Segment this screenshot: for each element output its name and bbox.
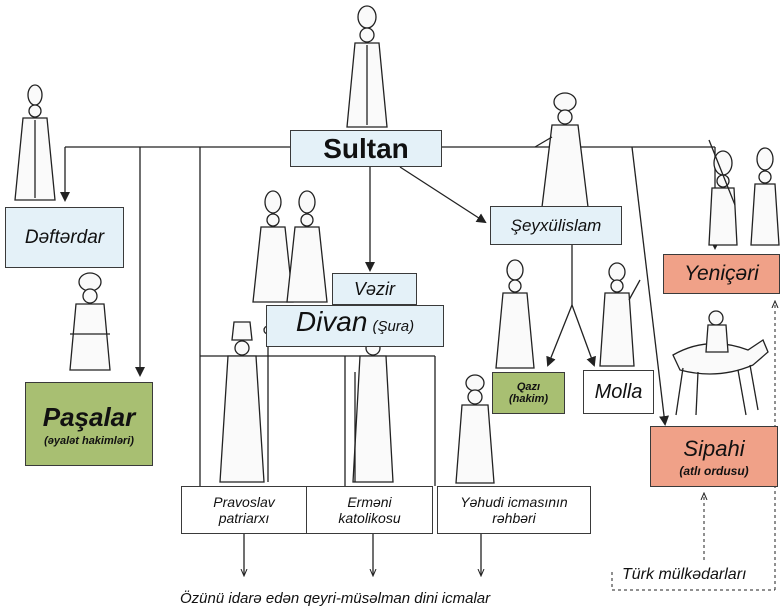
vezir-label: Vəzir [353, 278, 395, 299]
sultan-label: Sultan [323, 132, 409, 164]
qazi-box: Qazı (hakim) [492, 372, 565, 414]
seyxulislam-box: Şeyxülislam [490, 206, 622, 245]
yehudi-label-line2: rəhbəri [492, 510, 536, 526]
janissary-figures [708, 139, 780, 246]
molla-figure [599, 262, 641, 367]
sultan-figure [346, 5, 388, 128]
patriarch-figure [219, 321, 273, 483]
yenicheri-box: Yeniçəri [663, 254, 780, 294]
pashalar-box: Paşalar (əyalət hakimləri) [25, 382, 153, 466]
footer-caption: Özünü idarə edən qeyri-müsəlman dini icm… [180, 590, 491, 607]
sultan-box: Sultan [290, 130, 442, 167]
sipahi-label: Sipahi [683, 435, 745, 461]
molla-box: Molla [583, 370, 654, 414]
qazi-figure [495, 259, 535, 369]
molla-label: Molla [594, 380, 643, 403]
rabbi-figure [455, 374, 495, 484]
seyxulislam-label: Şeyxülislam [510, 215, 602, 235]
pashalar-label: Paşalar [42, 401, 136, 432]
turk-mulkedarlari-label: Türk mülkədarları [622, 566, 747, 583]
yehudi-box: Yəhudi icmasının rəhbəri [437, 486, 591, 534]
pravoslav-label-line2: patriarxı [218, 510, 270, 526]
sipahi-box: Sipahi (atlı ordusu) [650, 426, 778, 487]
pravoslav-label-line1: Pravoslav [213, 494, 275, 510]
pravoslav-box: Pravoslav patriarxı [181, 486, 307, 534]
divan-box: Divan (Şura) [266, 305, 444, 347]
divan-sub-label: (Şura) [372, 318, 415, 335]
yenicheri-label: Yeniçəri [684, 262, 759, 285]
ermeni-label-line1: Erməni [347, 494, 392, 510]
qazi-label: Qazı [516, 381, 541, 393]
ermeni-label-line2: katolikosu [338, 510, 401, 526]
divan-label: Divan [295, 306, 368, 337]
vezir-figures [252, 190, 328, 303]
yehudi-label-line1: Yəhudi icmasının [460, 494, 568, 510]
defterdar-box: Dəftərdar [5, 207, 124, 268]
sipahi-sub-label: (atlı ordusu) [679, 463, 749, 478]
sipahi-horseman-figure [672, 310, 769, 416]
pashalar-sub-label: (əyalət hakimləri) [44, 434, 134, 447]
defterdar-label: Dəftərdar [24, 226, 105, 248]
seyxulislam-figure [534, 92, 589, 208]
qazi-sub-label: (hakim) [508, 393, 549, 405]
ermeni-box: Erməni katolikosu [306, 486, 433, 534]
pasha-figure [69, 272, 111, 371]
defterdar-figure [14, 84, 56, 201]
vezir-box: Vəzir [332, 273, 417, 305]
